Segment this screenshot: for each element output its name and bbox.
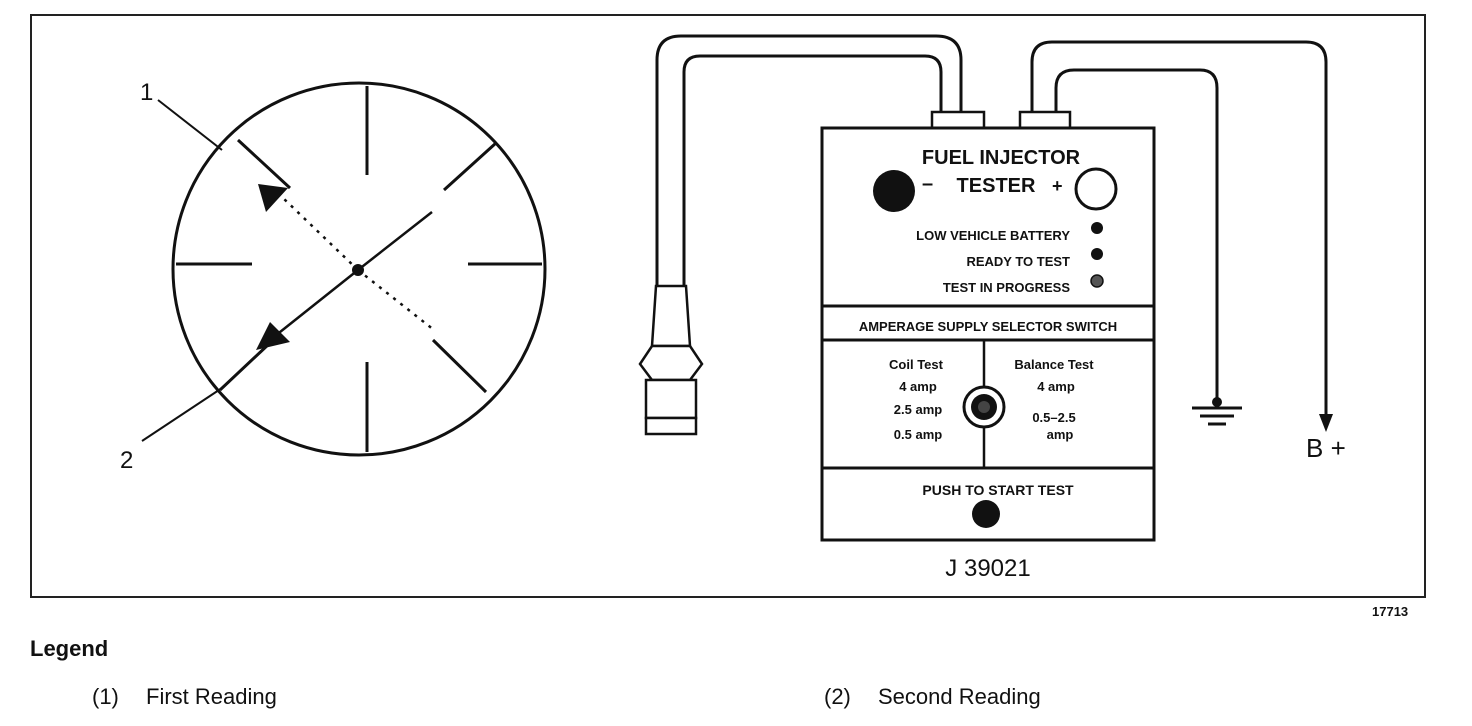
figure-number: 17713 bbox=[1372, 604, 1409, 619]
positive-sign: + bbox=[1052, 176, 1063, 196]
arrow-second-reading-icon bbox=[256, 322, 290, 350]
balance-test-range-unit: amp bbox=[1047, 427, 1074, 442]
dial-pivot bbox=[352, 264, 364, 276]
indicator-in-progress-led bbox=[1090, 274, 1104, 288]
indicator-in-progress-label: TEST IN PROGRESS bbox=[943, 280, 1070, 295]
battery-arrow-icon bbox=[1319, 414, 1333, 432]
indicator-low-battery-led bbox=[1091, 222, 1103, 234]
push-to-start-button[interactable] bbox=[972, 500, 1000, 528]
needle-first-reading-tail bbox=[357, 269, 435, 331]
tester-title-line1: FUEL INJECTOR bbox=[922, 147, 1081, 169]
coil-test-0-5amp: 0.5 amp bbox=[894, 427, 942, 442]
callout-2: 2 bbox=[120, 447, 133, 474]
legend-item-number: (2) bbox=[824, 684, 851, 709]
coil-test-header: Coil Test bbox=[889, 357, 944, 372]
injector-connector bbox=[638, 284, 704, 436]
needle-second-reading-tail bbox=[357, 211, 433, 271]
negative-sign: – bbox=[922, 173, 933, 195]
selector-switch-label: AMPERAGE SUPPLY SELECTOR SWITCH bbox=[859, 319, 1117, 334]
negative-terminal[interactable] bbox=[873, 170, 915, 212]
callout-1: 1 bbox=[140, 79, 153, 106]
dial-circle bbox=[171, 81, 547, 457]
legend-item-second-reading: (2) Second Reading bbox=[824, 684, 1041, 710]
push-to-start-label: PUSH TO START TEST bbox=[922, 482, 1074, 498]
injector-cable bbox=[655, 34, 963, 286]
tester-title-line2: TESTER bbox=[957, 175, 1036, 197]
coil-test-4amp: 4 amp bbox=[899, 379, 937, 394]
ground-junction bbox=[1212, 397, 1222, 407]
balance-test-4amp: 4 amp bbox=[1037, 379, 1075, 394]
arrow-first-reading-icon bbox=[258, 184, 288, 212]
indicator-ready-led bbox=[1091, 248, 1103, 260]
balance-test-header: Balance Test bbox=[1014, 357, 1094, 372]
indicator-ready-label: READY TO TEST bbox=[966, 254, 1070, 269]
needle-first-reading bbox=[281, 196, 359, 271]
battery-label: B + bbox=[1306, 433, 1346, 463]
tester-model-number: J 39021 bbox=[945, 555, 1030, 582]
coil-test-2-5amp: 2.5 amp bbox=[894, 402, 942, 417]
legend-item-first-reading: (1) First Reading bbox=[92, 684, 277, 710]
power-cables bbox=[1030, 40, 1328, 416]
legend-title: Legend bbox=[30, 636, 109, 661]
ground-symbol-icon bbox=[1192, 406, 1242, 426]
gauge-dial bbox=[141, 81, 547, 457]
dial-ticks bbox=[176, 86, 542, 452]
legend-item-label: First Reading bbox=[146, 684, 277, 709]
indicator-low-battery-label: LOW VEHICLE BATTERY bbox=[916, 228, 1070, 243]
legend-item-label: Second Reading bbox=[878, 684, 1041, 709]
needle-second-reading bbox=[269, 269, 359, 341]
legend-item-number: (1) bbox=[92, 684, 119, 709]
diagram-frame bbox=[30, 14, 1426, 598]
balance-test-range: 0.5–2.5 bbox=[1032, 410, 1075, 425]
selector-knob[interactable] bbox=[962, 385, 1006, 429]
callout-2-leader bbox=[141, 387, 223, 442]
callout-1-leader bbox=[157, 99, 223, 151]
positive-terminal[interactable] bbox=[1074, 167, 1118, 211]
